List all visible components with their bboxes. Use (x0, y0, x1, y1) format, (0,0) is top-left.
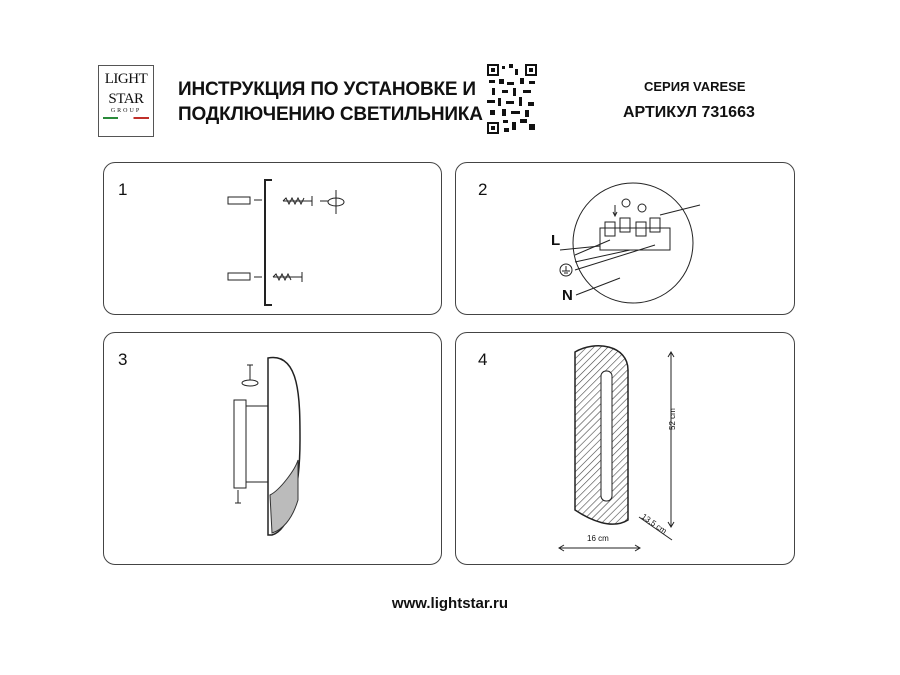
wiring-terminal-illustration (559, 182, 701, 304)
page-title: ИНСТРУКЦИЯ ПО УСТАНОВКЕ И ПОДКЛЮЧЕНИЮ СВ… (178, 77, 483, 127)
title-line-2: ПОДКЛЮЧЕНИЮ СВЕТИЛЬНИКА (178, 104, 483, 125)
fixture-side-mount-illustration (233, 356, 301, 536)
step-number-1: 1 (118, 180, 128, 199)
step-number-2: 2 (478, 180, 488, 199)
neutral-label: N (562, 287, 573, 304)
step-panel-4 (455, 332, 795, 565)
article-number: АРТИКУЛ 731663 (623, 104, 755, 121)
flag-stripe (103, 117, 149, 119)
step-number-4: 4 (478, 350, 488, 369)
lightstar-logo: LIGHT STAR GROUP (98, 65, 154, 137)
step-panel-2 (455, 162, 795, 315)
logo-text-1: LIGHT (104, 71, 148, 87)
live-label: L (551, 232, 561, 249)
qr-code[interactable] (487, 64, 537, 134)
height-dimension: 52 cm (668, 408, 677, 430)
logo-text-2: STAR (108, 91, 144, 107)
step-panel-3 (103, 332, 442, 565)
step-number-3: 3 (118, 350, 128, 369)
website-url[interactable]: www.lightstar.ru (391, 595, 509, 612)
series-label: СЕРИЯ VARESE (644, 79, 746, 94)
fixture-dimensions-illustration (558, 345, 675, 552)
website-link[interactable]: www.lightstar.ru (0, 595, 900, 612)
title-line-1: ИНСТРУКЦИЯ ПО УСТАНОВКЕ И (178, 79, 476, 100)
bracket-mounting-illustration (227, 179, 345, 306)
width-dimension: 16 cm (587, 534, 609, 543)
logo-text-3: GROUP (110, 108, 142, 114)
step-panel-1 (103, 162, 442, 315)
